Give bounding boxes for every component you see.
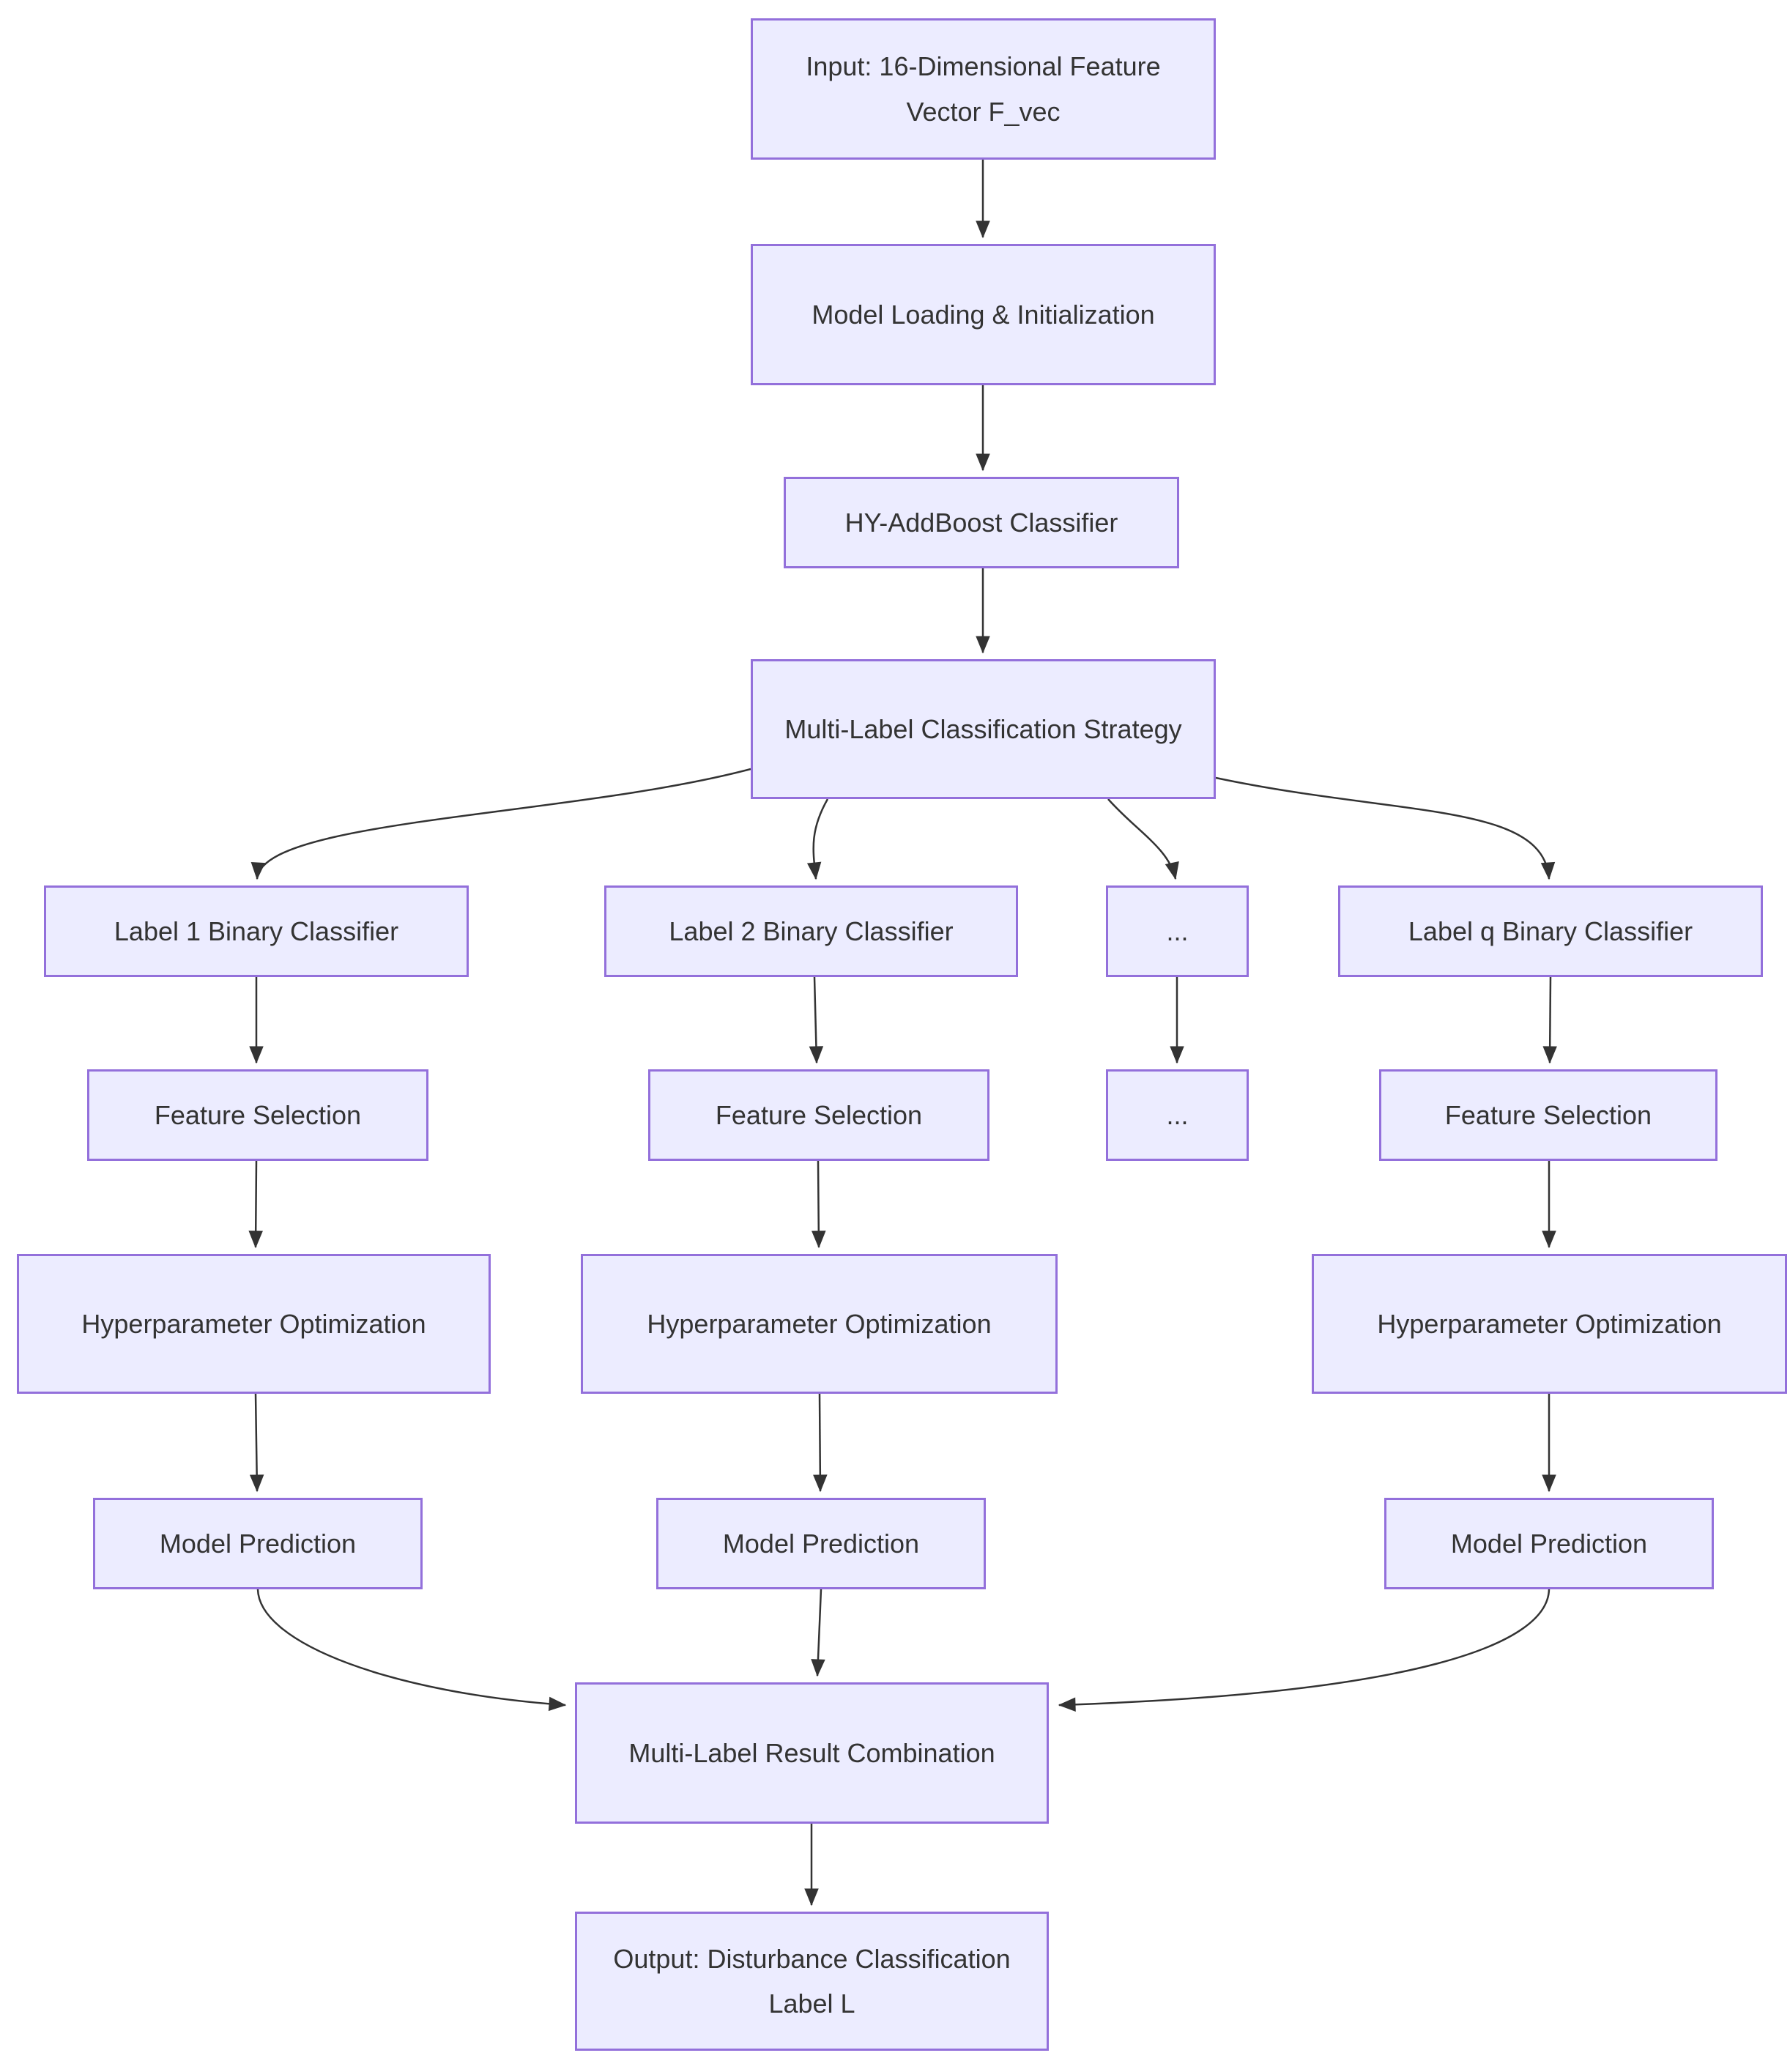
edge-mp1-to-result bbox=[256, 1589, 567, 1712]
node-fs2-label: Feature Selection bbox=[715, 1099, 923, 1130]
node-hyperparameter-optimization-2: Hyperparameter Optimization bbox=[581, 1254, 1058, 1394]
node-feature-selection-q: Feature Selection bbox=[1379, 1069, 1717, 1161]
node-ellipsis-top: ... bbox=[1106, 885, 1249, 977]
node-model-prediction-q: Model Prediction bbox=[1384, 1498, 1714, 1589]
node-mp1-label: Model Prediction bbox=[159, 1528, 357, 1559]
node-fsq-label: Feature Selection bbox=[1444, 1099, 1652, 1130]
node-output-label: Output: Disturbance Classification Label… bbox=[613, 1943, 1011, 2019]
node-result-combination: Multi-Label Result Combination bbox=[575, 1682, 1049, 1824]
node-ellipsis-top-label: ... bbox=[1166, 916, 1189, 946]
node-mpq-label: Model Prediction bbox=[1450, 1528, 1648, 1559]
node-hpq-label: Hyperparameter Optimization bbox=[1377, 1308, 1722, 1339]
node-model-prediction-1: Model Prediction bbox=[93, 1498, 423, 1589]
node-labelq-label: Label q Binary Classifier bbox=[1408, 916, 1693, 946]
node-hyperparameter-optimization-q: Hyperparameter Optimization bbox=[1312, 1254, 1787, 1394]
edge-strategy-to-dots-top bbox=[1107, 798, 1179, 880]
node-hp2-label: Hyperparameter Optimization bbox=[647, 1308, 992, 1339]
node-input-feature-vector: Input: 16-Dimensional Feature Vector F_v… bbox=[751, 18, 1216, 160]
node-hy-addboost-classifier: HY-AddBoost Classifier bbox=[784, 477, 1179, 568]
node-multilabel-strategy: Multi-Label Classification Strategy bbox=[751, 659, 1216, 799]
node-ellipsis-bottom: ... bbox=[1106, 1069, 1249, 1161]
node-classifier-label: HY-AddBoost Classifier bbox=[844, 507, 1118, 538]
edge-strategy-to-labelq bbox=[1215, 776, 1556, 880]
edge-label2-to-fs2 bbox=[809, 976, 824, 1064]
node-feature-selection-1: Feature Selection bbox=[87, 1069, 428, 1161]
edge-hp1-to-mp1 bbox=[249, 1393, 264, 1493]
node-labelq-binary-classifier: Label q Binary Classifier bbox=[1338, 885, 1763, 977]
node-feature-selection-2: Feature Selection bbox=[648, 1069, 989, 1161]
edge-strategy-to-label2 bbox=[806, 798, 829, 880]
node-label2-binary-classifier: Label 2 Binary Classifier bbox=[604, 885, 1018, 977]
node-model-prediction-2: Model Prediction bbox=[656, 1498, 986, 1589]
edge-mp2-to-result bbox=[811, 1589, 825, 1677]
node-hp1-label: Hyperparameter Optimization bbox=[81, 1308, 426, 1339]
node-strategy-label: Multi-Label Classification Strategy bbox=[784, 713, 1182, 744]
node-output-label-l: Output: Disturbance Classification Label… bbox=[575, 1912, 1049, 2051]
node-mp2-label: Model Prediction bbox=[722, 1528, 920, 1559]
node-fs1-label: Feature Selection bbox=[154, 1099, 362, 1130]
node-result-label: Multi-Label Result Combination bbox=[628, 1737, 995, 1768]
node-label1-binary-classifier: Label 1 Binary Classifier bbox=[44, 885, 469, 977]
node-ellipsis-bottom-label: ... bbox=[1166, 1099, 1189, 1130]
edge-mpq-to-result bbox=[1058, 1589, 1551, 1712]
edge-fs2-to-hp2 bbox=[812, 1160, 826, 1249]
node-loading-label: Model Loading & Initialization bbox=[812, 299, 1155, 330]
node-input-label: Input: 16-Dimensional Feature Vector F_v… bbox=[806, 51, 1161, 127]
node-label2-label: Label 2 Binary Classifier bbox=[669, 916, 954, 946]
edge-labelq-to-fsq bbox=[1542, 976, 1557, 1064]
node-label1-label: Label 1 Binary Classifier bbox=[114, 916, 399, 946]
node-model-loading: Model Loading & Initialization bbox=[751, 244, 1216, 385]
edge-strategy-to-label1 bbox=[250, 768, 751, 880]
node-hyperparameter-optimization-1: Hyperparameter Optimization bbox=[17, 1254, 491, 1394]
